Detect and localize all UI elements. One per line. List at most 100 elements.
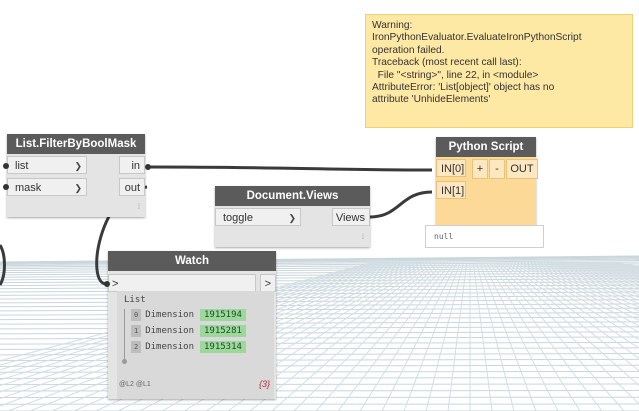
grid-line bbox=[0, 307, 639, 312]
grid-line bbox=[495, 261, 639, 405]
warning-line: IronPythonEvaluator.EvaluateIronPythonSc… bbox=[372, 32, 582, 44]
port-dot-icon bbox=[104, 281, 110, 287]
resize-grip-icon[interactable]: ⁞ bbox=[138, 204, 140, 211]
grid-line bbox=[472, 261, 493, 411]
warning-tooltip: Warning:IronPythonEvaluator.EvaluateIron… bbox=[365, 14, 633, 128]
list-label: List bbox=[124, 295, 146, 305]
value-badge: 1915194 bbox=[200, 309, 246, 321]
grid-line bbox=[0, 364, 639, 367]
grid-line bbox=[488, 261, 603, 411]
filter-by-bool-mask-node[interactable]: List.FilterByBoolMask list❯ mask❯ in out… bbox=[7, 134, 145, 217]
grid-line bbox=[527, 261, 639, 312]
wire-filter-to-python bbox=[149, 165, 433, 172]
node-title[interactable]: Python Script bbox=[436, 137, 536, 157]
chevron-right-icon: ❯ bbox=[74, 161, 82, 171]
grid-line bbox=[514, 261, 639, 333]
grid-line bbox=[511, 261, 639, 341]
node-title[interactable]: List.FilterByBoolMask bbox=[7, 134, 145, 154]
level-labels: @L2 @L1 bbox=[119, 381, 151, 388]
grid-line bbox=[0, 258, 639, 265]
grid-line bbox=[0, 336, 639, 340]
input-port-in0[interactable]: IN[0] bbox=[436, 159, 466, 177]
grid-line bbox=[0, 267, 639, 274]
node-title[interactable]: Watch bbox=[108, 251, 276, 271]
grid-line bbox=[0, 259, 639, 267]
tree-branch-line bbox=[124, 309, 125, 359]
grid-line bbox=[0, 261, 378, 366]
grid-line bbox=[546, 261, 639, 293]
warning-line: operation failed. bbox=[372, 44, 445, 56]
chevron-right-icon: ❯ bbox=[288, 213, 296, 223]
grid-line bbox=[0, 265, 639, 272]
output-port-in[interactable]: in bbox=[119, 156, 145, 174]
warning-line: File "<string>", line 22, in <module> bbox=[372, 69, 539, 81]
port-dot-icon bbox=[145, 164, 151, 170]
grid-line bbox=[482, 261, 559, 411]
grid-line bbox=[381, 261, 458, 411]
grid-line bbox=[359, 261, 455, 411]
input-port[interactable]: > bbox=[108, 274, 256, 292]
grid-line bbox=[0, 269, 639, 276]
grid-line bbox=[520, 261, 639, 321]
grid-line bbox=[508, 261, 639, 349]
grid-line bbox=[0, 321, 639, 325]
warning-line: AttributeError: 'List[object]' object ha… bbox=[372, 82, 555, 94]
port-dot-icon bbox=[3, 163, 9, 169]
document-views-node[interactable]: Document.Views toggle❯ Views ⁞ bbox=[215, 186, 370, 247]
chevron-right-icon: ❯ bbox=[74, 183, 82, 193]
grid-line bbox=[271, 261, 442, 411]
grid-line bbox=[475, 261, 515, 411]
grid-line bbox=[425, 261, 465, 411]
python-script-node[interactable]: Python Script IN[0] + - OUT IN[1] bbox=[436, 137, 538, 226]
grid-line bbox=[0, 370, 639, 373]
grid-line bbox=[543, 261, 639, 296]
grid-line bbox=[485, 261, 581, 411]
input-port-toggle[interactable]: toggle❯ bbox=[215, 208, 301, 226]
grid-line bbox=[0, 347, 639, 350]
grid-line bbox=[549, 261, 639, 291]
output-port-views[interactable]: Views bbox=[332, 208, 370, 226]
grid-line bbox=[403, 261, 461, 411]
output-port-out[interactable]: OUT bbox=[506, 159, 538, 179]
warning-line: attribute 'UnhideElements' bbox=[372, 94, 491, 106]
output-port[interactable]: > bbox=[260, 274, 276, 292]
grid-line bbox=[0, 299, 639, 304]
grid-line bbox=[337, 261, 452, 411]
port-dot-icon bbox=[3, 184, 9, 190]
input-port-list[interactable]: list❯ bbox=[7, 156, 87, 174]
warning-line: Traceback (most recent call last): bbox=[372, 57, 522, 69]
grid-line bbox=[293, 261, 445, 411]
grid-line bbox=[479, 261, 537, 411]
value-badge: 1915281 bbox=[200, 325, 246, 337]
grid-line bbox=[249, 261, 439, 411]
grid-line bbox=[498, 261, 639, 387]
grid-line bbox=[0, 256, 639, 264]
node-title[interactable]: Document.Views bbox=[215, 186, 370, 206]
item-count: {3} bbox=[258, 379, 270, 389]
grid-line bbox=[0, 295, 639, 300]
grid-line bbox=[0, 353, 639, 356]
input-port-mask[interactable]: mask❯ bbox=[7, 178, 87, 196]
grid-line bbox=[524, 261, 639, 316]
grid-line bbox=[533, 261, 639, 305]
grid-line bbox=[492, 261, 625, 411]
grid-line bbox=[0, 331, 639, 335]
output-port-out[interactable]: out bbox=[119, 178, 145, 196]
resize-grip-icon[interactable]: ⁞ bbox=[362, 234, 364, 241]
input-port-in1[interactable]: IN[1] bbox=[436, 181, 466, 199]
grid-line bbox=[504, 261, 639, 360]
grid-line bbox=[517, 261, 639, 327]
add-input-button[interactable]: + bbox=[472, 159, 488, 179]
grid-line bbox=[0, 383, 639, 386]
remove-input-button[interactable]: - bbox=[489, 159, 505, 179]
grid-line bbox=[447, 261, 468, 411]
grid-line bbox=[0, 257, 639, 264]
grid-line bbox=[0, 287, 639, 293]
grid-line bbox=[0, 272, 639, 278]
